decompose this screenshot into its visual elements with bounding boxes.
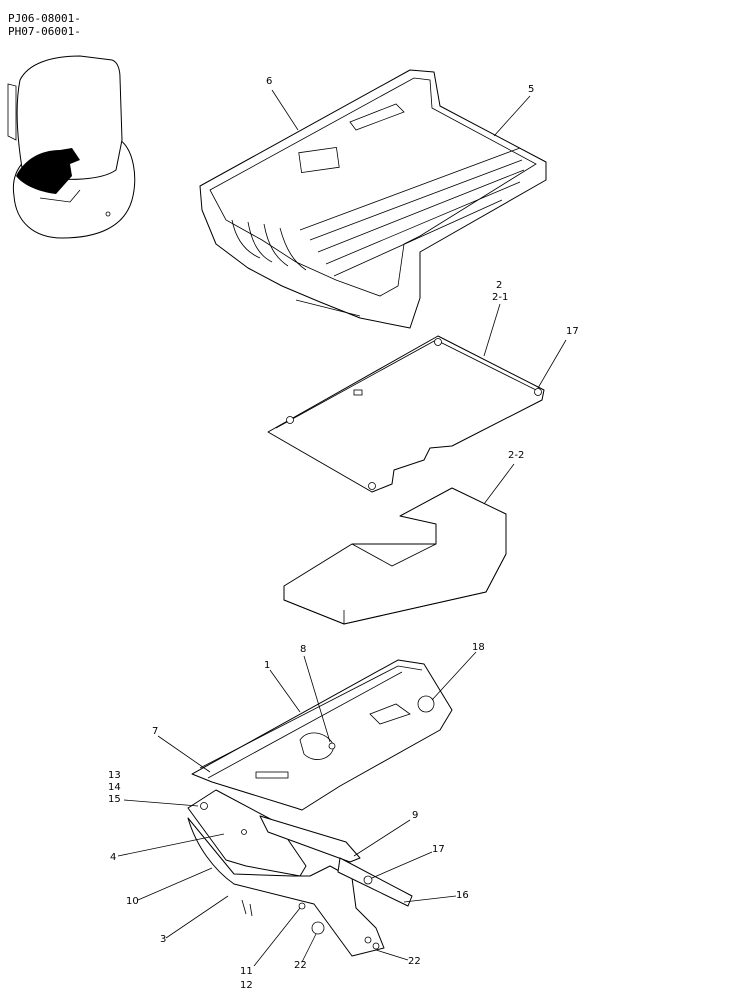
callout-17-upper: 17 [566, 326, 579, 337]
callout-13: 13 [108, 770, 121, 781]
serial-range-1: PJ06-08001- [8, 12, 81, 25]
callout-2-1: 2-1 [492, 292, 508, 303]
floor-frame [191, 659, 453, 811]
upper-floor-mat [199, 69, 547, 329]
callout-17-lower: 17 [432, 844, 445, 855]
callout-7: 7 [152, 726, 158, 737]
callout-3: 3 [160, 934, 166, 945]
callout-11: 11 [240, 966, 253, 977]
lower-bracket-assembly [187, 789, 413, 957]
callout-2: 2 [496, 280, 502, 291]
callout-6: 6 [266, 76, 272, 87]
callout-22-right: 22 [408, 956, 421, 967]
callout-16: 16 [456, 890, 469, 901]
callout-14: 14 [108, 782, 121, 793]
callout-8: 8 [300, 644, 306, 655]
floor-plate-sheet [267, 335, 545, 493]
callout-4: 4 [110, 852, 116, 863]
callout-9: 9 [412, 810, 418, 821]
leader-lines [117, 89, 567, 967]
foam-pad [283, 487, 507, 625]
callout-22-left: 22 [294, 960, 307, 971]
callout-2-2: 2-2 [508, 450, 524, 461]
callout-18: 18 [472, 642, 485, 653]
serial-range-2: PH07-06001- [8, 25, 81, 38]
callout-1: 1 [264, 660, 270, 671]
callout-12: 12 [240, 980, 253, 991]
callout-5: 5 [528, 84, 534, 95]
callout-10: 10 [126, 896, 139, 907]
cab-locator-thumbnail [7, 55, 136, 239]
callout-15: 15 [108, 794, 121, 805]
